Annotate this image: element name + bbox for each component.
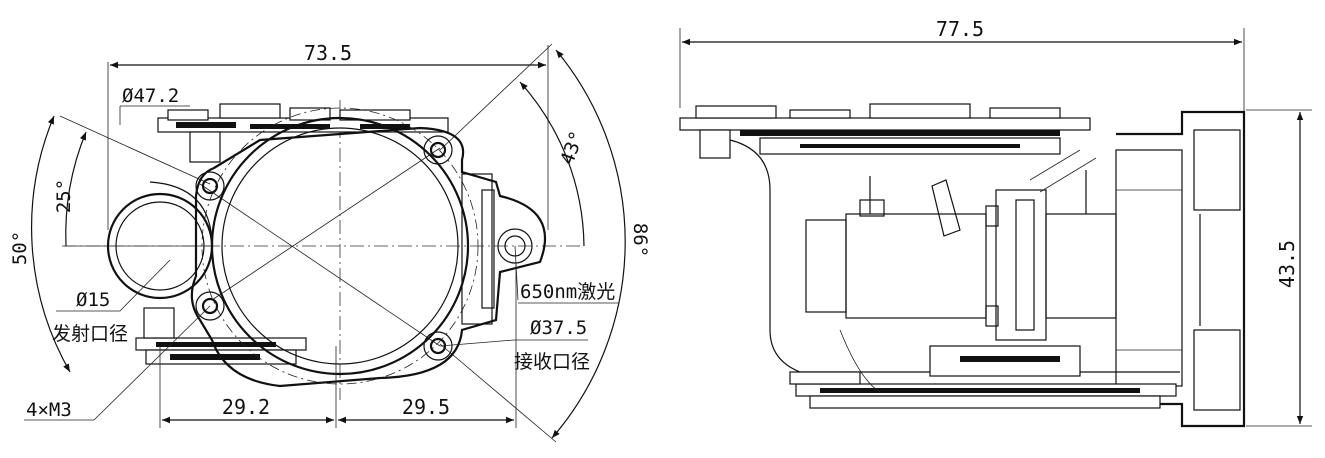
laser-callout: 650nm激光 [514, 245, 618, 304]
rx-aperture-label: 接收口径 [514, 351, 590, 373]
screw-callout: 4×M3 [24, 305, 211, 421]
receiver-lens [201, 107, 479, 385]
rx-diameter-callout: Ø37.5 接收口径 [439, 317, 590, 373]
angle-43-label: 43° [556, 128, 588, 168]
top-pcb [157, 103, 449, 163]
side-barrel [805, 170, 1117, 341]
angle-25-label: 25° [53, 179, 75, 213]
dim-left-label: 29.2 [222, 395, 270, 419]
dim-length-77-5: 77.5 [679, 17, 1245, 120]
side-flange [1115, 110, 1246, 428]
screw-label: 4×M3 [26, 399, 72, 421]
dim-length-label: 77.5 [936, 17, 984, 41]
laser-bracket [461, 173, 533, 325]
dim-height-label: 43.5 [1275, 240, 1299, 288]
dim-height-43-5: 43.5 [1246, 109, 1312, 427]
side-body-outline [729, 139, 1180, 373]
angle-86-label: 86° [629, 223, 651, 257]
housing-outline [190, 126, 547, 388]
dim-bottom: 29.2 29.5 [159, 264, 517, 428]
dim-right-label: 29.5 [402, 395, 450, 419]
tx-diameter-label: Ø15 [76, 289, 110, 311]
side-bottom-pcb [789, 149, 1177, 409]
dim-angles-right: 43° 86° [439, 43, 651, 443]
side-top-pcb [679, 103, 1091, 159]
outer-diameter-label: Ø47.2 [122, 85, 179, 107]
dim-width-label: 73.5 [304, 41, 352, 65]
angle-50-label: 50° [9, 231, 31, 265]
laser-label: 650nm激光 [520, 281, 615, 303]
tx-diameter-callout: Ø15 发射口径 [52, 259, 171, 345]
dim-width-73-5: 73.5 [107, 41, 549, 230]
dim-outer-diameter: Ø47.2 [119, 85, 190, 125]
side-view: 77.5 43.5 [679, 17, 1312, 428]
rx-diameter-label: Ø37.5 [530, 317, 587, 339]
mounting-holes [195, 135, 453, 361]
tx-aperture-label: 发射口径 [52, 323, 128, 345]
front-view: 73.5 Ø47.2 25° 50° 43° 86° [9, 41, 651, 443]
